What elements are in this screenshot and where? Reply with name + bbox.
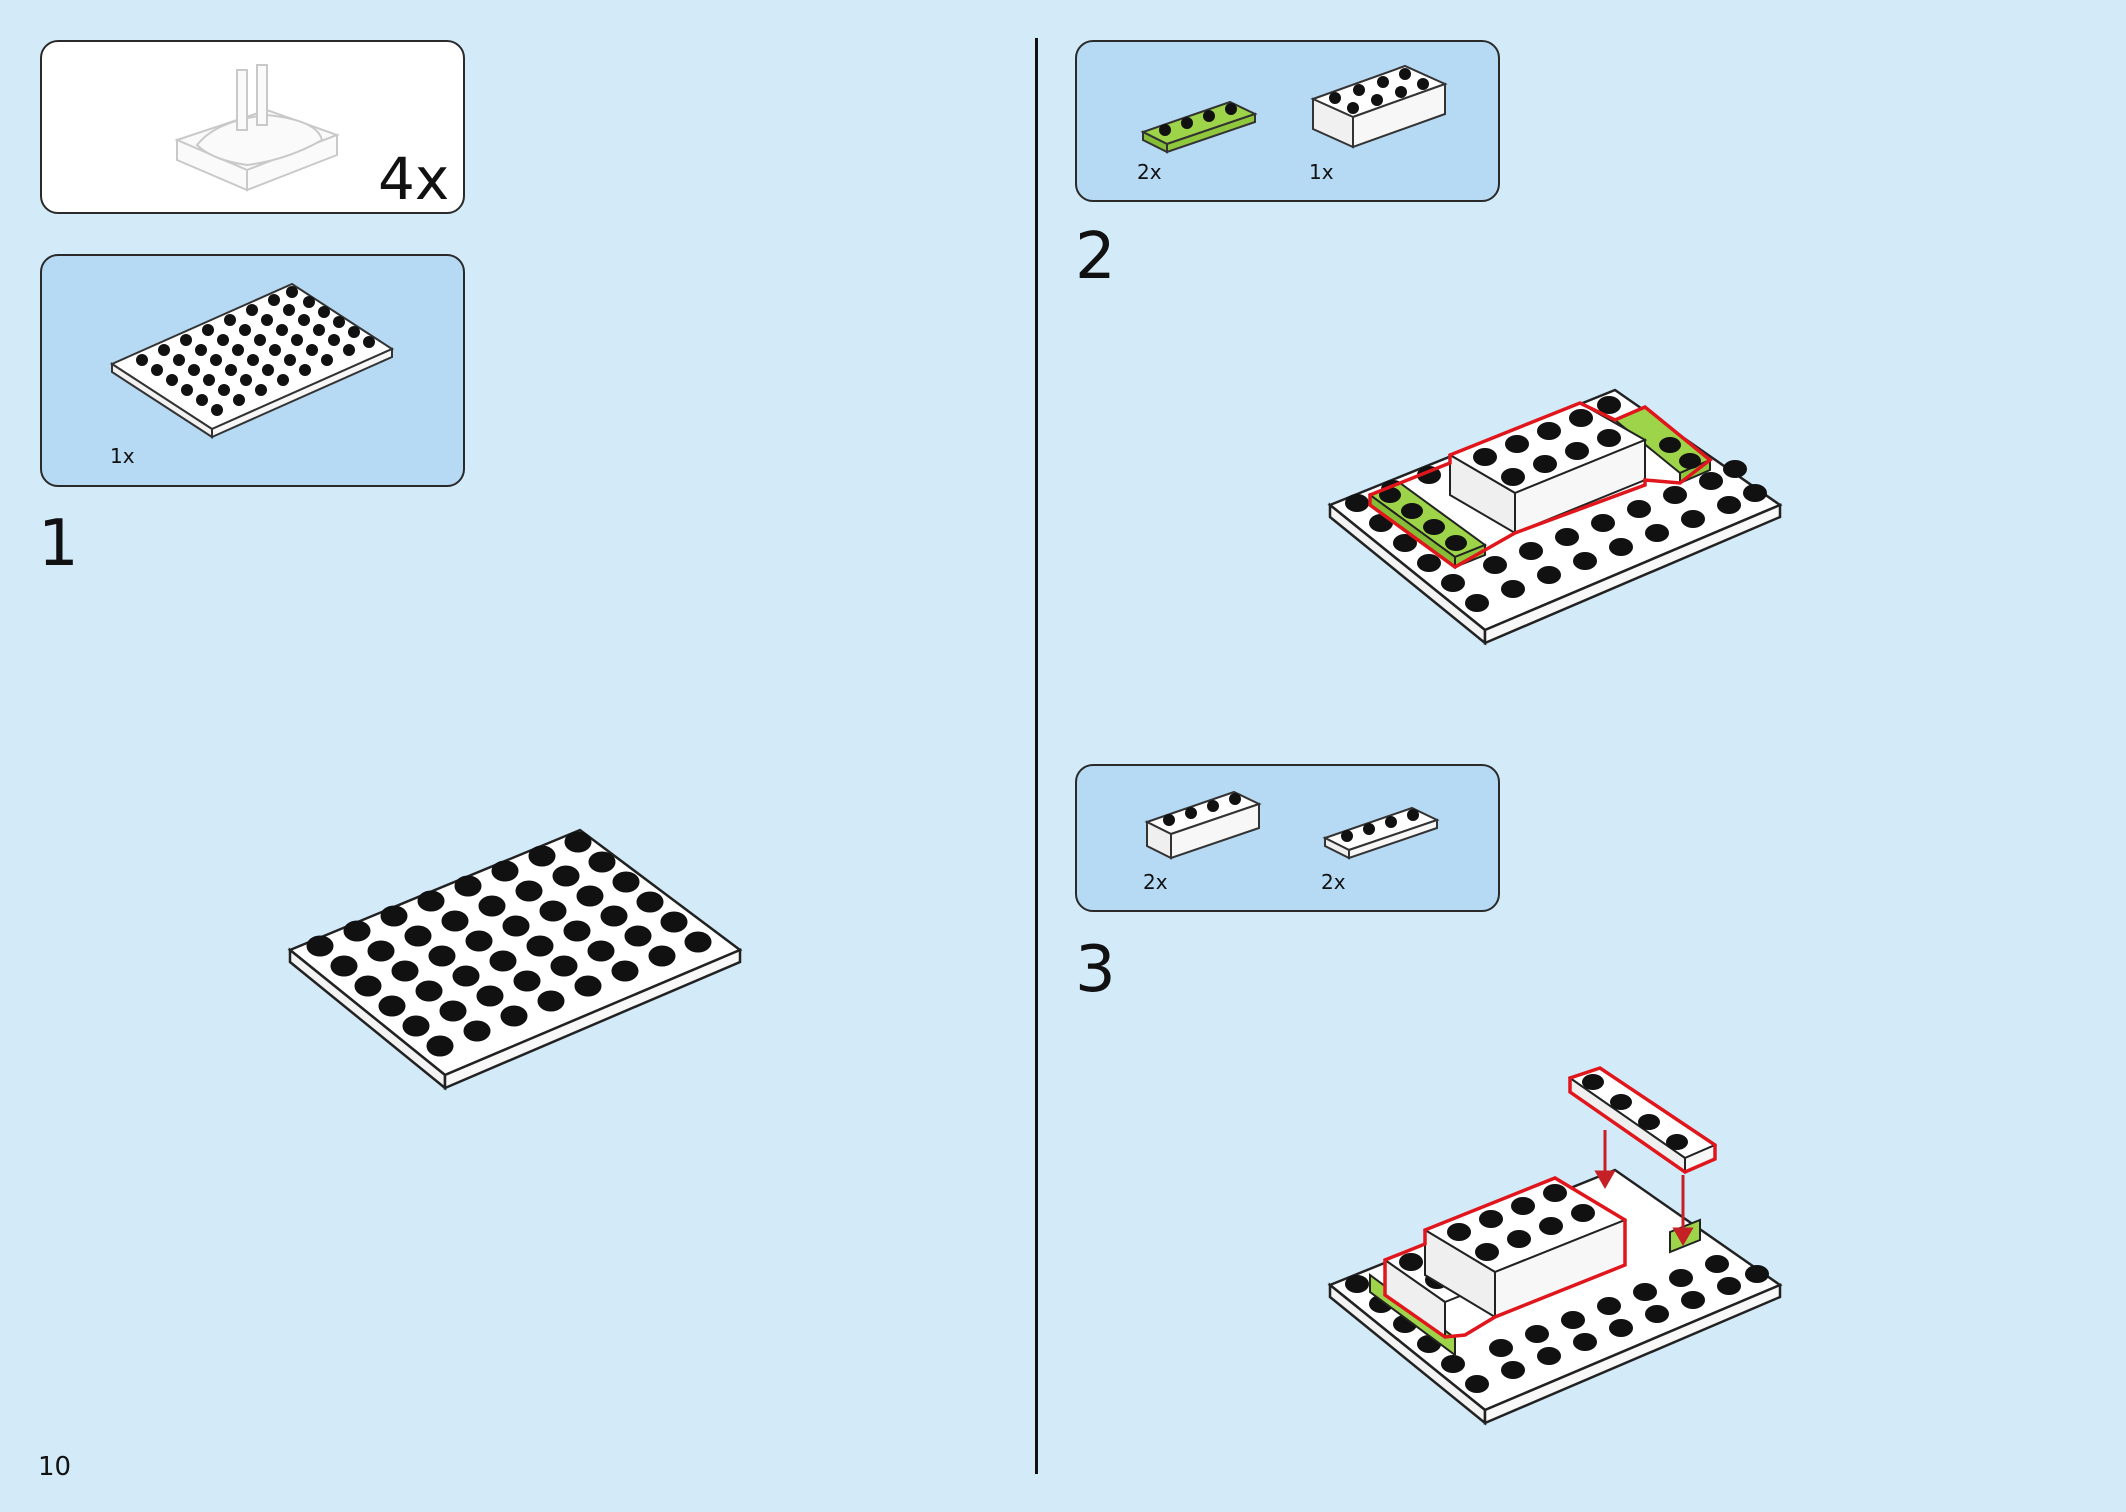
page-divider (1035, 38, 1038, 1474)
step3-parts-box: 2x 2x (1075, 764, 1500, 912)
step2-part2-quantity: 1x (1309, 160, 1334, 184)
step2-parts-box: 2x 1x (1075, 40, 1500, 202)
motor-part-icon (174, 64, 340, 192)
step2-model (1327, 388, 1783, 646)
step3-model (1327, 1066, 1783, 1426)
step1-number: 1 (38, 507, 79, 581)
step2-part1-quantity: 2x (1137, 160, 1162, 184)
motor-callout: 4x (40, 40, 465, 214)
white-plate-1x4-part (1322, 806, 1440, 860)
step1-parts-box: 1x (40, 254, 465, 487)
step3-number: 3 (1075, 933, 1116, 1007)
white-plate-6x8-part (109, 282, 395, 439)
lime-plate-1x4-part (1140, 100, 1258, 154)
step3-part2-quantity: 2x (1321, 870, 1346, 894)
step1-model-white-plate (287, 828, 743, 1091)
page-number: 10 (38, 1452, 72, 1482)
step3-part1-quantity: 2x (1143, 870, 1168, 894)
step2-number: 2 (1075, 220, 1116, 294)
white-brick-1x4-part (1144, 790, 1262, 860)
step1-part1-quantity: 1x (110, 444, 135, 468)
motor-quantity: 4x (378, 145, 450, 213)
white-brick-2x4-part (1310, 64, 1448, 149)
